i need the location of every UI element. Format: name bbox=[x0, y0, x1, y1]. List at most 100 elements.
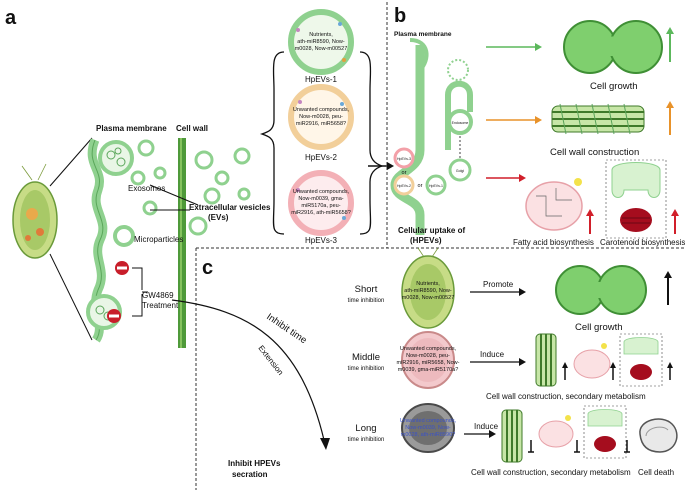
hpevs-3-label: HpEVs-3 bbox=[305, 236, 338, 245]
row-short-title: Short bbox=[355, 284, 378, 295]
fatty-acid-label: Fatty acid biosynthesis bbox=[513, 238, 594, 247]
ev-label-2: (EVs) bbox=[208, 213, 229, 222]
dissolving-vesicle bbox=[447, 59, 469, 81]
microparticles-label: Microparticles bbox=[134, 235, 183, 244]
hpevs-2-contents: Unwanted compounds, Now-m0028, peu- miR2… bbox=[293, 107, 350, 127]
row-short-action: Promote bbox=[483, 280, 514, 289]
cell-wall-fibers-b bbox=[551, 103, 645, 135]
gw-bracket bbox=[132, 267, 143, 317]
cell-wall-construction-label-b: Cell wall construction bbox=[550, 147, 639, 158]
endosome-label: Endosome bbox=[452, 121, 469, 125]
svg-text:m0039, gma-miR5170a?: m0039, gma-miR5170a? bbox=[398, 367, 459, 373]
dead-cell bbox=[639, 418, 678, 453]
svg-text:Unwanted compounds,: Unwanted compounds, bbox=[293, 189, 350, 195]
hpevs-1-contents: Nutrients, ath-miR8590, Now- m0028, Now-… bbox=[295, 32, 348, 52]
golgi-label: Golgi bbox=[456, 169, 464, 173]
row-middle-carotenoid bbox=[619, 333, 663, 387]
carotenoid-organelle bbox=[605, 159, 667, 239]
inhibit-time-arrow bbox=[171, 299, 325, 441]
brace-left bbox=[259, 51, 285, 235]
row-middle-result: Cell wall construction, secondary metabo… bbox=[486, 392, 646, 401]
row-long-action: Induce bbox=[474, 422, 499, 431]
ev-label-1: Extracellular vesicles bbox=[189, 203, 271, 212]
exosome-1 bbox=[137, 139, 155, 157]
row-middle-title: Middle bbox=[352, 352, 380, 363]
row-short-result: Cell growth bbox=[575, 322, 623, 333]
svg-text:HpEVs-3: HpEVs-3 bbox=[397, 157, 411, 161]
cell-middle-inhibition bbox=[401, 331, 455, 389]
row-middle-action: Induce bbox=[480, 350, 505, 359]
svg-text:HpEVs-1: HpEVs-1 bbox=[429, 184, 443, 188]
row-middle-subtitle: time inhibition bbox=[348, 366, 385, 372]
row-long-title: Long bbox=[355, 423, 376, 434]
svg-text:Unwanted compounds,: Unwanted compounds, bbox=[400, 418, 457, 424]
svg-text:Now-m0028, peu-: Now-m0028, peu- bbox=[299, 114, 343, 120]
svg-text:m0028, ath-miR8590?: m0028, ath-miR8590? bbox=[401, 432, 455, 438]
row-long-result: Cell wall construction, secondary metabo… bbox=[471, 468, 631, 477]
panel-label-a: a bbox=[5, 7, 17, 29]
svg-text:Nutrients,: Nutrients, bbox=[309, 32, 333, 38]
cell-death-label: Cell death bbox=[638, 468, 674, 477]
dividing-cell-c bbox=[555, 265, 647, 315]
svg-text:Now-m0039, Now-: Now-m0039, Now- bbox=[405, 425, 451, 431]
ev-6 bbox=[188, 216, 208, 236]
svg-text:Now-m0028, peu-: Now-m0028, peu- bbox=[406, 353, 450, 359]
hpevs-1-vesicle bbox=[288, 9, 354, 75]
uptake-vesicle-1 bbox=[425, 174, 447, 196]
hpevs-1-label: HpEVs-1 bbox=[305, 75, 338, 84]
ev-2 bbox=[214, 170, 230, 186]
ev-3 bbox=[203, 187, 221, 205]
row-short-subtitle: time inhibition bbox=[348, 298, 385, 304]
exosome-4 bbox=[142, 200, 158, 216]
algal-cell bbox=[12, 163, 58, 259]
svg-text:miR5170a, peu-: miR5170a, peu- bbox=[301, 203, 340, 209]
inhibit-time-label: Inhibit time bbox=[264, 311, 308, 346]
exosome-3 bbox=[153, 166, 167, 180]
svg-text:Unwanted compounds,: Unwanted compounds, bbox=[293, 107, 350, 113]
row-long-contents: Unwanted compounds, Now-m0039, Now- m002… bbox=[400, 418, 457, 438]
cell-short-inhibition bbox=[401, 247, 455, 329]
row-short-contents: Nutrients, ath-miR8590, Now- m0028, Now-… bbox=[402, 281, 455, 301]
zoom-line-top bbox=[49, 137, 93, 187]
exosome-arrow bbox=[149, 184, 199, 206]
hpevs-2-vesicle bbox=[288, 84, 354, 150]
multivesicular-body bbox=[98, 140, 134, 176]
svg-text:m0028, Now-m00527: m0028, Now-m00527 bbox=[295, 46, 348, 52]
cell-growth-label-b: Cell growth bbox=[590, 81, 638, 92]
inhibit-hpevs-label-1: Inhibit HPEVs bbox=[228, 459, 281, 468]
ev-4 bbox=[233, 147, 251, 165]
svg-text:ath-miR8590, Now-: ath-miR8590, Now- bbox=[404, 288, 452, 294]
row-long-subtitle: time inhibition bbox=[348, 437, 385, 443]
hpevs-3-contents: Unwanted compounds, Now-m0039, gma- miR5… bbox=[291, 189, 351, 216]
flat-mark-1 bbox=[528, 440, 534, 453]
plasma-membrane-label-b: Plasma membrane bbox=[394, 31, 452, 38]
carotenoid-label: Carotenoid biosynthesis bbox=[600, 238, 685, 247]
dividing-cell-b bbox=[563, 20, 663, 74]
plasma-membrane-label-a: Plasma membrane bbox=[96, 124, 167, 133]
svg-text:miR2916, ath-miR5658?: miR2916, ath-miR5658? bbox=[291, 210, 351, 216]
inhibit-hpevs-label-2: secration bbox=[232, 470, 268, 479]
panel-label-c: c bbox=[202, 257, 213, 279]
row-long-fiber bbox=[501, 409, 523, 463]
ev-5 bbox=[237, 187, 251, 201]
row-long-carotenoid bbox=[583, 405, 627, 459]
golgi-vesicle bbox=[448, 158, 472, 182]
endosome-vesicle bbox=[447, 109, 473, 135]
flat-mark-2 bbox=[574, 440, 580, 453]
row-middle-contents: Unwanted compounds, Now-m0028, peu- miR2… bbox=[397, 346, 460, 373]
flat-mark-3 bbox=[624, 440, 630, 453]
brace-right bbox=[359, 51, 385, 235]
svg-text:Nutrients,: Nutrients, bbox=[416, 281, 440, 287]
gw4869-label-1: GW4869 bbox=[142, 291, 174, 300]
svg-text:Unwanted compounds,: Unwanted compounds, bbox=[400, 346, 457, 352]
ev-1 bbox=[194, 150, 214, 170]
panel-label-b: b bbox=[394, 5, 406, 27]
exosome-2 bbox=[130, 170, 146, 186]
row-middle-fiber bbox=[535, 333, 557, 387]
uptake-label-1: Cellular uptake of bbox=[398, 226, 465, 235]
svg-text:ath-miR8590, Now-: ath-miR8590, Now- bbox=[297, 39, 345, 45]
endocytic-tube bbox=[445, 80, 473, 150]
svg-text:HpEVs-2: HpEVs-2 bbox=[397, 184, 411, 188]
